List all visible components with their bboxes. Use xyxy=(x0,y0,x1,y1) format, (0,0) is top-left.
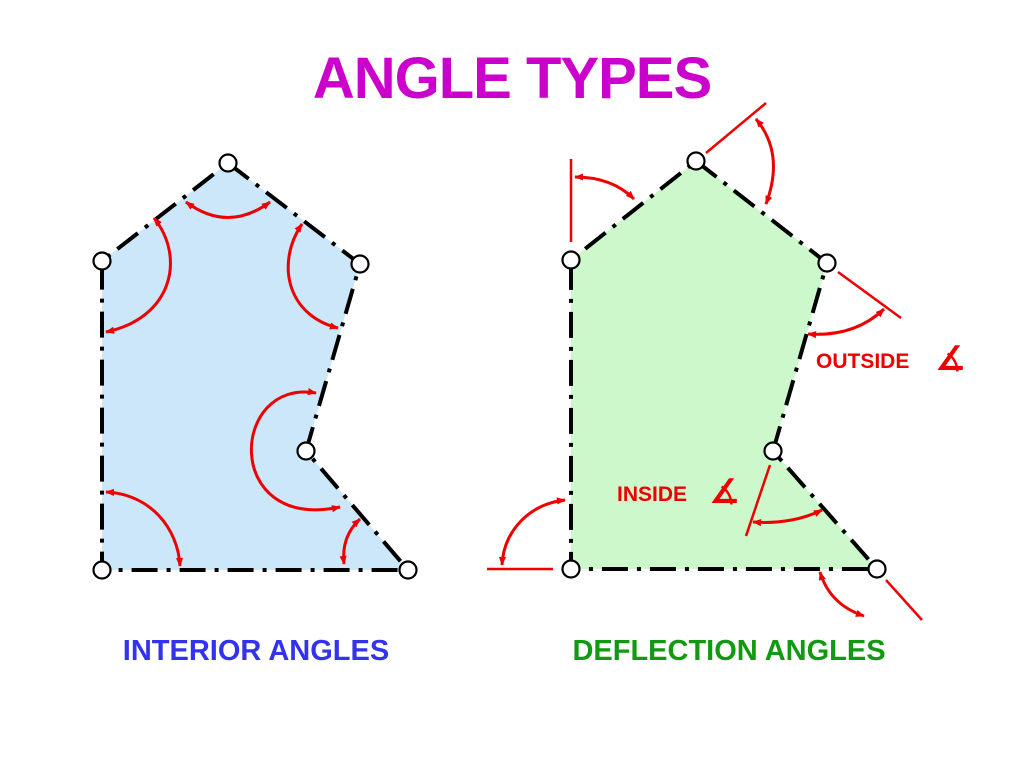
interior-polygon-fill xyxy=(102,163,408,570)
deflection-vertices xyxy=(561,151,887,579)
extension-line xyxy=(885,579,923,621)
vertex-marker xyxy=(296,441,316,461)
vertex-marker xyxy=(686,151,706,171)
deflection-extension-lines xyxy=(487,102,923,621)
vertex-marker xyxy=(763,441,783,461)
interior-vertices xyxy=(92,153,418,580)
vertex-marker xyxy=(398,560,418,580)
vertex-marker xyxy=(350,254,370,274)
inside-label-text: INSIDE xyxy=(617,483,687,506)
deflection-polygon-fill xyxy=(571,161,877,569)
deflection-angle-arc xyxy=(498,497,566,566)
deflection-angle-arc xyxy=(574,173,636,201)
interior-angle-arc-top xyxy=(185,200,271,219)
interior-angle-arc-upper-right xyxy=(286,223,339,330)
interior-angle-arc-lower-left xyxy=(105,488,184,567)
interior-angles-figure xyxy=(92,153,418,580)
deflection-angle-arcs xyxy=(498,118,886,618)
extension-line xyxy=(837,270,902,320)
interior-angle-arc-upper-left xyxy=(105,217,172,334)
interior-angle-arc-reflex xyxy=(250,388,341,513)
vertex-marker xyxy=(561,250,581,270)
deflection-angle-arc xyxy=(818,571,865,618)
vertex-marker xyxy=(867,559,887,579)
vertex-marker xyxy=(218,153,238,173)
deflection-angle-arc xyxy=(752,508,823,527)
page-title: ANGLE TYPES xyxy=(313,46,711,111)
inside-angle-symbol: ∡ xyxy=(709,473,739,511)
outside-angle-label: OUTSIDE ∡ xyxy=(816,340,965,378)
interior-angle-arc-lower-right xyxy=(339,517,362,565)
outside-label-text: OUTSIDE xyxy=(816,350,909,373)
extension-line xyxy=(705,102,767,154)
deflection-angles-figure: OUTSIDE ∡ INSIDE ∡ xyxy=(487,102,965,621)
interior-angle-arcs xyxy=(105,200,362,567)
vertex-marker xyxy=(92,560,112,580)
vertex-marker xyxy=(817,253,837,273)
vertex-marker xyxy=(92,251,112,271)
interior-angles-caption: INTERIOR ANGLES xyxy=(123,635,389,667)
inside-angle-label: INSIDE ∡ xyxy=(617,473,739,511)
extension-line xyxy=(744,464,772,537)
vertex-marker xyxy=(561,559,581,579)
deflection-angle-arc xyxy=(807,307,886,339)
deflection-angle-arc xyxy=(754,118,775,205)
outside-angle-symbol: ∡ xyxy=(935,340,965,378)
deflection-angles-caption: DEFLECTION ANGLES xyxy=(572,635,885,667)
